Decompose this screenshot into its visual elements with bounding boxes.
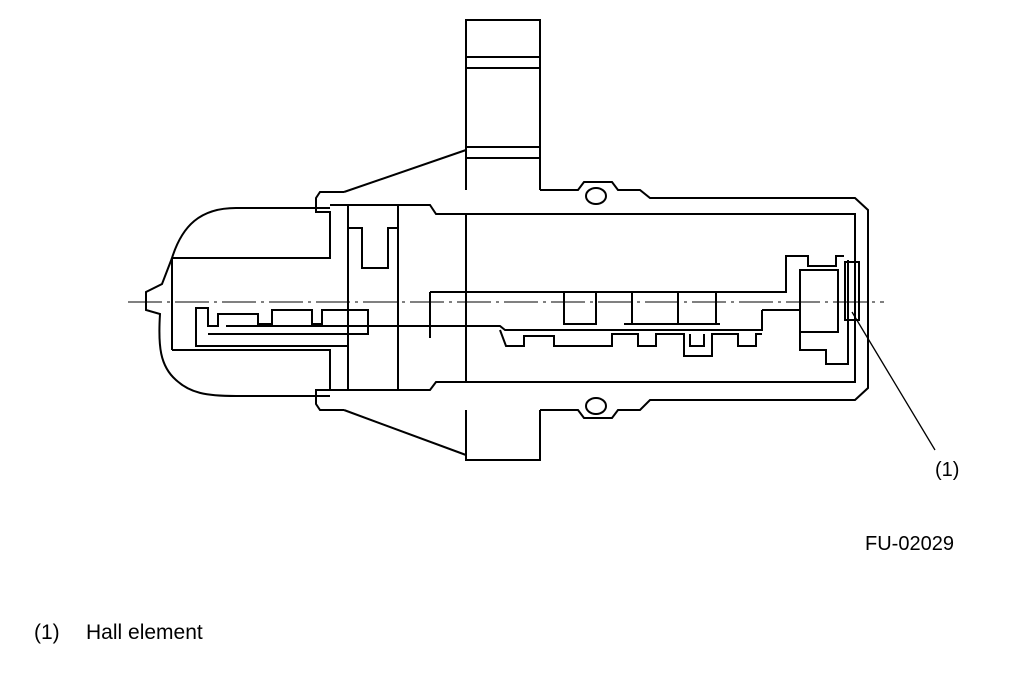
legend-text: Hall element [86, 621, 203, 644]
callout-label: (1) [935, 459, 959, 481]
inner-bore [330, 204, 856, 391]
shaft [226, 310, 763, 331]
bulkhead [347, 205, 467, 390]
legend-number: (1) [34, 621, 60, 644]
magnet-block [563, 291, 720, 325]
figure-code: FU-02029 [865, 533, 954, 555]
o-ring [585, 187, 607, 415]
outer-housing [540, 181, 869, 419]
rotor-notch [348, 227, 398, 269]
rotor-teeth [499, 329, 762, 357]
rotor-teeth [689, 334, 705, 347]
body-shoulder [172, 349, 344, 411]
mounting-flange [465, 19, 541, 461]
body-shoulder [172, 191, 344, 259]
terminal-bracket [195, 307, 369, 347]
legend-item: (1) Hall element [34, 621, 203, 645]
flange-taper [343, 149, 467, 456]
end-cap [145, 207, 330, 397]
sensor-assembly [762, 255, 860, 365]
callout-leader [851, 311, 936, 451]
